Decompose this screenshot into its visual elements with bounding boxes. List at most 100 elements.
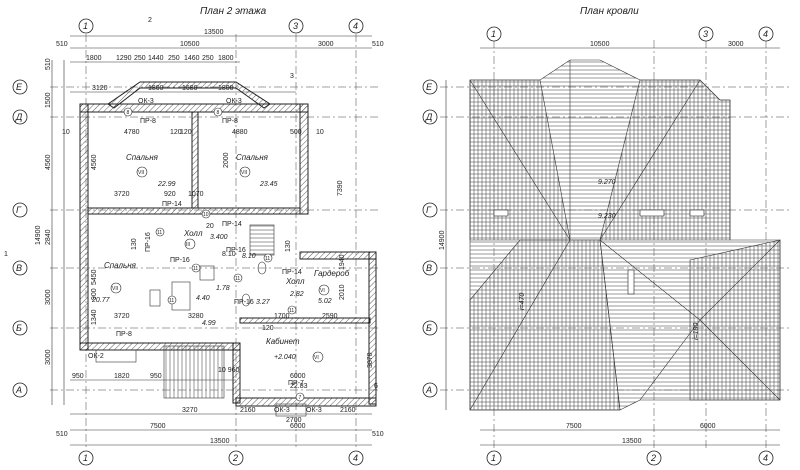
- axis-4-bottom: 4: [353, 453, 358, 463]
- dimension-label: VI: [320, 288, 325, 294]
- dimension-label: В: [426, 263, 432, 273]
- label-ok2: ОК-2: [88, 353, 104, 360]
- dimension-label: 8: [127, 110, 130, 116]
- dimension-label: ПР-14: [282, 269, 302, 276]
- dimension-label: 9.270: [598, 179, 616, 186]
- dimension-label: 4: [763, 453, 768, 463]
- axis-G: Г: [16, 205, 22, 215]
- floor-axes-cols: 1 3 4 1 2 4: [78, 18, 364, 466]
- axis-A: А: [15, 385, 22, 395]
- dimension-label: 1070: [188, 191, 204, 198]
- dimension-label: 1700: [274, 313, 290, 320]
- axis-D: Д: [15, 112, 23, 122]
- dimension-label: 2010: [339, 284, 346, 300]
- roof-slope-labels: 9.270 9.230 i=470 i=180: [519, 179, 700, 340]
- dimension-label: ПР-8: [140, 118, 156, 125]
- bathroom-fixtures: [149, 261, 267, 311]
- dimension-label: 6000: [290, 423, 306, 430]
- dimension-label: 1800: [86, 55, 102, 62]
- dimension-label: 120: [180, 129, 192, 136]
- dimension-label: ОК-3: [306, 407, 322, 414]
- dimension-label: 10: [316, 129, 324, 136]
- room-wardrobe-name: Гардероб: [314, 269, 350, 278]
- dimension-label: 3.27: [256, 299, 271, 306]
- room-labels: Спальня 22.99 VII Спальня 23.45 VII Спал…: [91, 153, 350, 363]
- dimension-label: ПР-8: [116, 331, 132, 338]
- room-bedroom-2-area: 23.45: [259, 181, 278, 188]
- dimension-label: 1460: [184, 55, 200, 62]
- dimension-label: 3120: [92, 85, 108, 92]
- dimension-label: ПР-16: [226, 247, 246, 254]
- dimension-label: 250: [202, 55, 214, 62]
- dimension-label: 4: [763, 29, 768, 39]
- dimension-label: 2590: [322, 313, 338, 320]
- dimension-label: 3270: [182, 407, 198, 414]
- dimension-label: 1440: [148, 55, 164, 62]
- room-bedroom-1-area: 22.99: [157, 181, 176, 188]
- dimension-label: 250: [134, 55, 146, 62]
- dimension-label: 2160: [340, 407, 356, 414]
- roof-plan: План кровли 1 3 4 1 2 4: [422, 6, 790, 466]
- dimension-label: 3870: [367, 352, 374, 368]
- room-bedroom-2-name: Спальня: [236, 153, 269, 162]
- axis-1-bottom: 1: [83, 453, 88, 463]
- axis-2-bottom: 2: [232, 453, 238, 463]
- dimension-label: 3720: [114, 313, 130, 320]
- dimension-label: 950: [150, 373, 162, 380]
- dimension-label: 10500: [590, 41, 610, 48]
- dimension-label: 6000: [290, 373, 306, 380]
- dimension-label: 3000: [45, 289, 52, 305]
- dimension-label: 3: [290, 73, 294, 80]
- dimension-label: 900: [91, 288, 98, 300]
- dimension-label: ПР-7: [288, 380, 304, 387]
- dimension-label: ПР-16: [234, 299, 254, 306]
- dimension-label: 7500: [566, 423, 582, 430]
- dimension-label: 3000: [728, 41, 744, 48]
- dimension-label: 950: [72, 373, 84, 380]
- dimension-label: 3000: [318, 41, 334, 48]
- dimension-label: 510: [56, 41, 68, 48]
- dimension-label: 8.10: [222, 251, 236, 258]
- dimension-label: 11: [265, 256, 270, 262]
- dimension-label: 2840: [45, 229, 52, 245]
- dimension-label: Г: [426, 205, 432, 215]
- dimension-label: VII: [112, 286, 118, 292]
- dimension-label: 3: [703, 29, 708, 39]
- dimension-label: 2160: [240, 407, 256, 414]
- dimension-label: 500: [290, 129, 302, 136]
- room-study-level: +2.040: [274, 354, 296, 361]
- dimension-label: VII: [138, 170, 144, 176]
- dimension-label: 8: [217, 110, 220, 116]
- dimension-label: 1: [491, 29, 496, 39]
- dimension-label: 2: [148, 17, 152, 24]
- dimension-label: 510: [372, 431, 384, 438]
- roof-planes: [469, 59, 781, 411]
- dimension-label: 4780: [124, 129, 140, 136]
- dimension-label: 4.40: [196, 295, 210, 302]
- dimension-label: 1500: [45, 92, 52, 108]
- dimension-label: 7: [299, 395, 302, 401]
- dimension-label: 14900: [439, 230, 446, 250]
- room-hall-1-area: 3.400: [210, 234, 228, 241]
- dimension-label: ПР-14: [162, 201, 182, 208]
- floor-bottom-dims: 950 1820 950 10 960 3270 2160 2700 2160 …: [56, 367, 384, 446]
- dimension-label: 3720: [114, 191, 130, 198]
- dimension-label: 1820: [114, 373, 130, 380]
- dimension-label: ПР-16: [170, 257, 190, 264]
- dimension-label: 1: [491, 453, 496, 463]
- floor-top-dims: 13500 510 10500 3000 510 1800 1290 250 1…: [56, 17, 384, 93]
- dimension-label: 13500: [210, 438, 230, 445]
- dimension-label: 9.230: [598, 213, 616, 220]
- room-hall-1-name: Холл: [183, 229, 203, 238]
- floor-walls: [79, 81, 377, 417]
- dimension-label: ПР-14: [222, 221, 242, 228]
- dimension-label: 920: [164, 191, 176, 198]
- dimension-label: 1: [4, 251, 8, 258]
- inner-dims: 4780 120 4880 3720 920 1070 3720 1700 25…: [62, 129, 378, 390]
- dimension-label: 13500: [204, 29, 224, 36]
- dimension-label: 1800: [218, 55, 234, 62]
- axis-4-top: 4: [353, 21, 358, 31]
- dimension-label: 3280: [188, 313, 204, 320]
- dimension-label: 510: [372, 41, 384, 48]
